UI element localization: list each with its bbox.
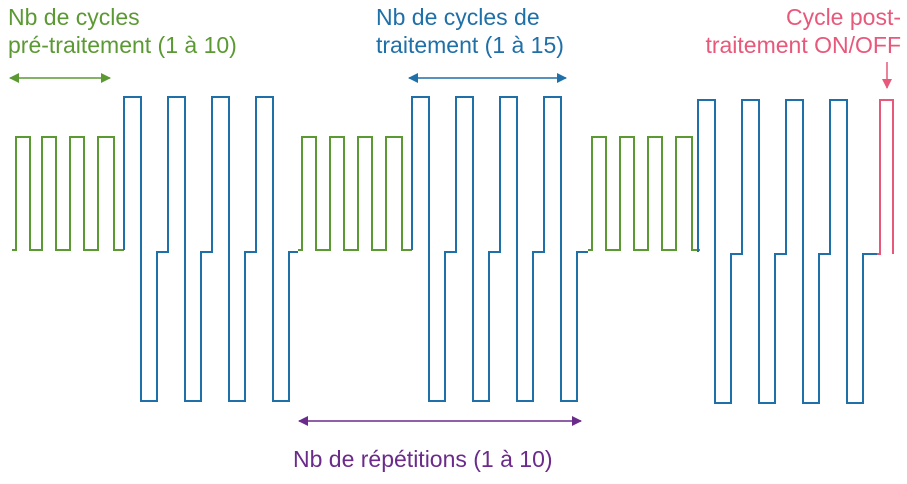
posttreatment-label: Cycle post- traitement ON/OFF [705, 3, 901, 59]
pretreatment-wave-1 [12, 136, 124, 251]
treatment-wave-3 [697, 99, 877, 404]
pretreatment-wave-3 [588, 136, 700, 251]
pretreatment-wave-2 [298, 136, 412, 251]
repetitions-label-line1: Nb de répétitions (1 à 10) [293, 446, 553, 472]
pretreatment-label-line1: Nb de cycles [8, 4, 140, 30]
treatment-label: Nb de cycles de traitement (1 à 15) [376, 3, 564, 59]
treatment-wave-2 [411, 96, 588, 402]
posttreatment-label-line2: traitement ON/OFF [705, 32, 901, 58]
posttreatment-label-line1: Cycle post- [785, 4, 901, 30]
repetitions-label: Nb de répétitions (1 à 10) [293, 445, 553, 473]
pretreatment-label-line2: pré-traitement (1 à 10) [8, 32, 237, 58]
treatment-wave-1 [123, 96, 298, 402]
treatment-label-line2: traitement (1 à 15) [376, 32, 564, 58]
pretreatment-label: Nb de cycles pré-traitement (1 à 10) [8, 3, 237, 59]
treatment-label-line1: Nb de cycles de [376, 4, 540, 30]
posttreatment-pulse [877, 99, 894, 255]
